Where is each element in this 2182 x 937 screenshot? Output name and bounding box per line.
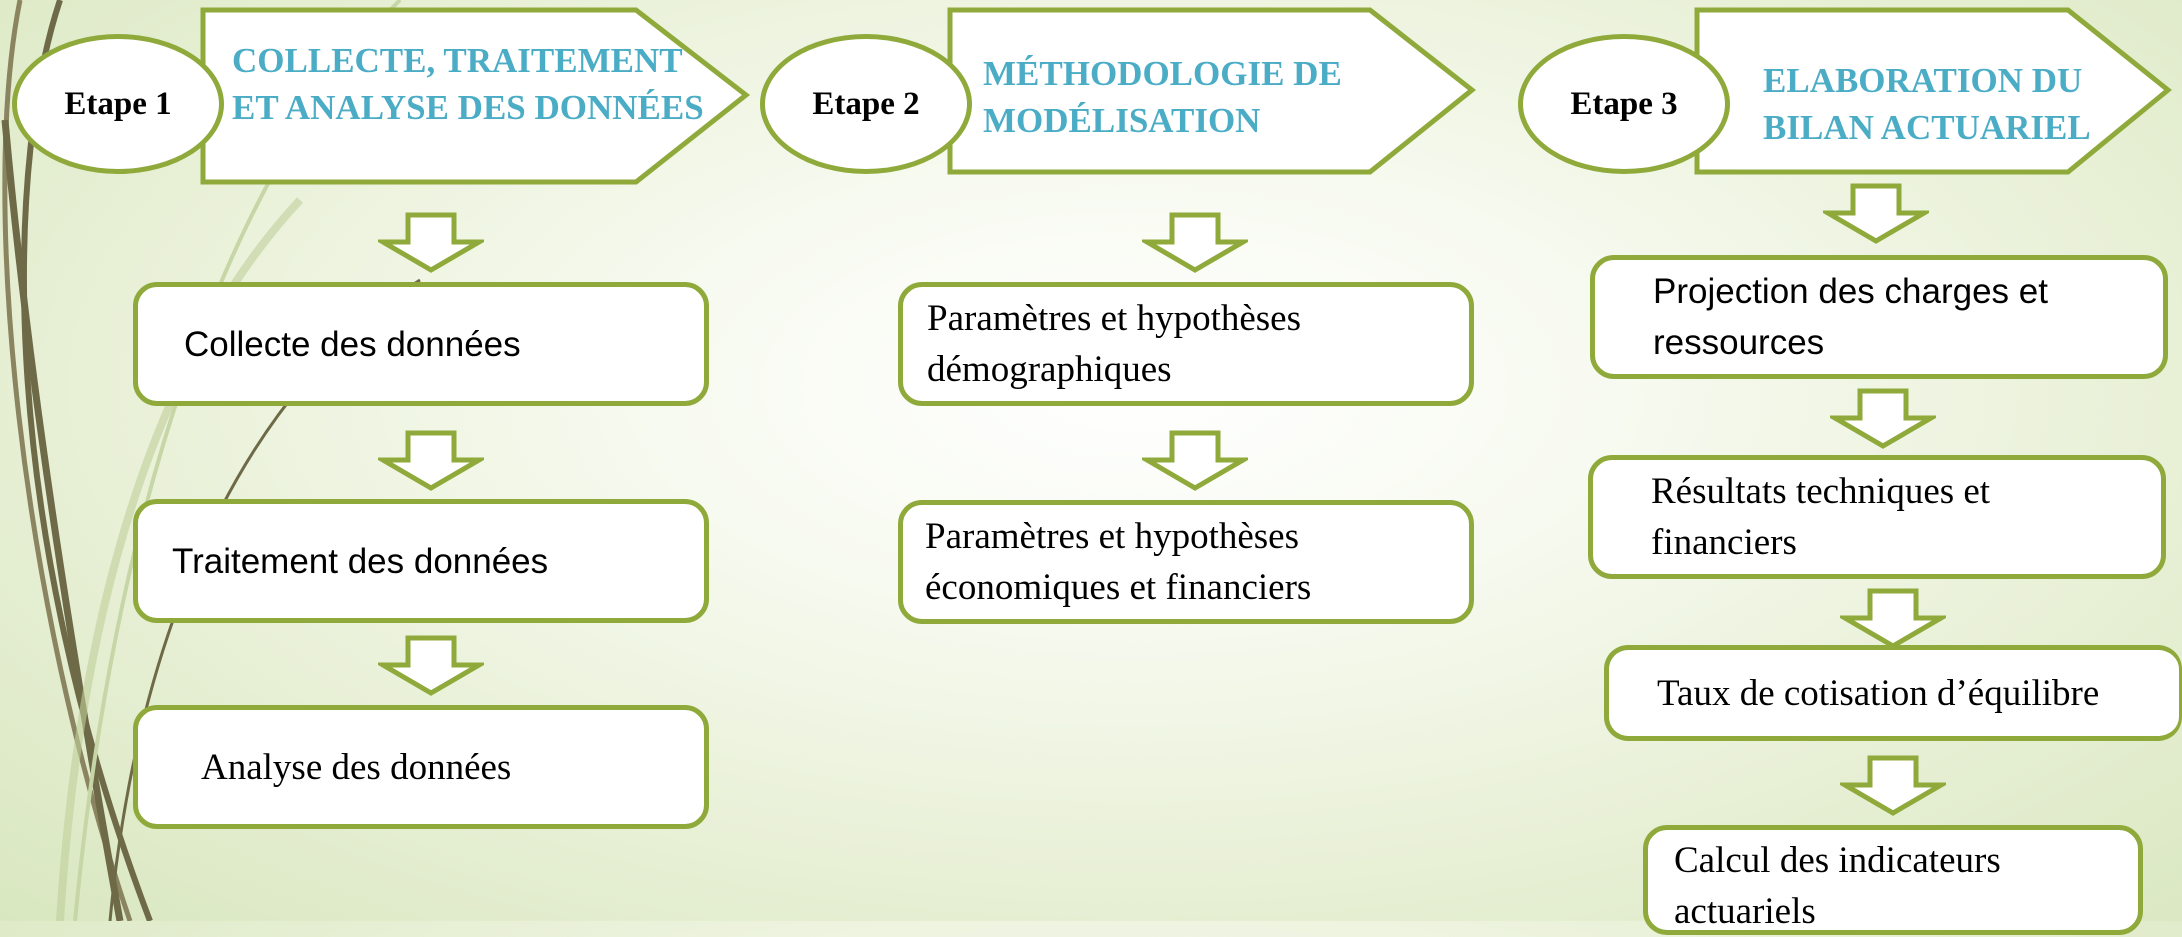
step-2-badge: Etape 2 bbox=[760, 34, 972, 174]
step-3-box-4-text: Calcul des indicateurs actuariels bbox=[1674, 840, 2001, 932]
down-arrow-icon bbox=[378, 430, 484, 491]
down-arrow-icon bbox=[1823, 183, 1929, 244]
step-1-pentagon bbox=[200, 7, 751, 185]
step-3-box-taux: Taux de cotisation d’équilibre bbox=[1604, 645, 2182, 741]
step-3-box-resultats: Résultats techniques et financiers bbox=[1588, 455, 2166, 579]
step-2-box-2-text: Paramètres et hypothèses économiques et … bbox=[925, 516, 1312, 608]
step-3-box-2-text: Résultats techniques et financiers bbox=[1651, 471, 1991, 563]
step-3-box-3-text: Taux de cotisation d’équilibre bbox=[1657, 672, 2100, 714]
step-3-box-1-text: Projection des charges et ressources bbox=[1653, 272, 2048, 362]
step-3-label: Etape 3 bbox=[1570, 85, 1678, 122]
step-3-title: ELABORATION DU BILAN ACTUARIEL bbox=[1763, 61, 2091, 147]
step-1-box-2-text: Traitement des données bbox=[172, 541, 549, 581]
step-1-badge: Etape 1 bbox=[12, 34, 224, 174]
step-1-box-traitement: Traitement des données bbox=[133, 499, 709, 623]
step-3-box-projection: Projection des charges et ressources bbox=[1590, 255, 2168, 379]
step-1-header: COLLECTE, TRAITEMENT ET ANALYSE DES DONN… bbox=[0, 0, 760, 190]
step-1-box-1-text: Collecte des données bbox=[184, 324, 521, 364]
step-1-box-3-text: Analyse des données bbox=[201, 746, 512, 788]
down-arrow-icon bbox=[378, 212, 484, 273]
step-1-box-collecte: Collecte des données bbox=[133, 282, 709, 406]
step-1-title: COLLECTE, TRAITEMENT ET ANALYSE DES DONN… bbox=[232, 41, 704, 127]
step-1-box-analyse: Analyse des données bbox=[133, 705, 709, 829]
step-2-box-1-text: Paramètres et hypothèses démographiques bbox=[927, 298, 1301, 390]
step-2-label: Etape 2 bbox=[812, 85, 920, 122]
down-arrow-icon bbox=[378, 635, 484, 696]
step-2-box-demographiques: Paramètres et hypothèses démographiques bbox=[898, 282, 1474, 406]
step-3-header: ELABORATION DU BILAN ACTUARIEL bbox=[0, 0, 2182, 190]
step-2-title: MÉTHODOLOGIE DE MODÉLISATION bbox=[983, 54, 1342, 140]
step-3-badge: Etape 3 bbox=[1518, 34, 1730, 174]
step-1-label: Etape 1 bbox=[64, 85, 172, 122]
down-arrow-icon bbox=[1142, 430, 1248, 491]
down-arrow-icon bbox=[1142, 212, 1248, 273]
down-arrow-icon bbox=[1840, 755, 1946, 816]
down-arrow-icon bbox=[1840, 588, 1946, 649]
step-3-box-calcul: Calcul des indicateurs actuariels bbox=[1643, 825, 2143, 935]
step-2-box-economiques: Paramètres et hypothèses économiques et … bbox=[898, 500, 1474, 624]
down-arrow-icon bbox=[1830, 388, 1936, 449]
